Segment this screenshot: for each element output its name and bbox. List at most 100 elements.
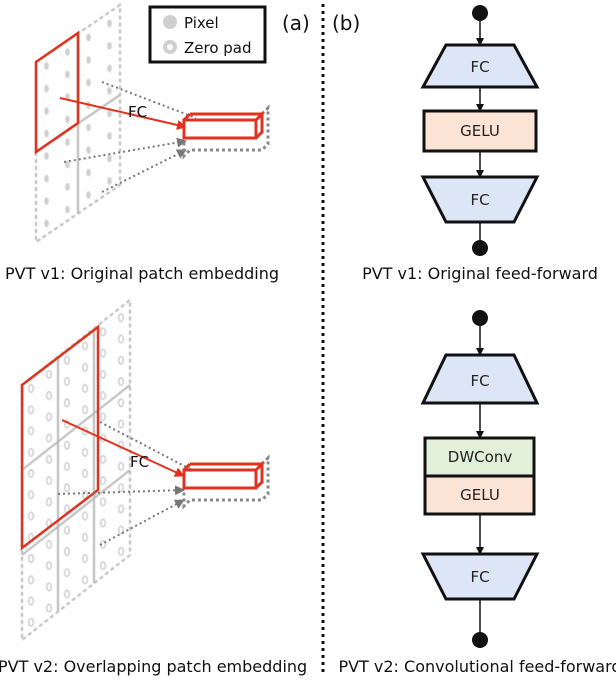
- pixel-dot: [82, 384, 88, 393]
- pixel-dot: [28, 469, 34, 478]
- fc-block: [420, 43, 540, 89]
- v1-token-box: [182, 104, 270, 160]
- pixel-dot: [100, 391, 106, 401]
- pixel-dot: [100, 348, 106, 358]
- pixel-dot: [28, 554, 34, 563]
- pixel-dot: [107, 177, 112, 185]
- pixel-dot: [64, 355, 70, 365]
- pixel-dot: [46, 369, 52, 379]
- pixel-dot: [118, 377, 124, 386]
- pixel-dot: [44, 129, 49, 138]
- v1-projection-line: [101, 81, 197, 119]
- v2-fc-label: FC: [130, 453, 149, 471]
- pixel-dot: [46, 561, 52, 571]
- pixel-dot: [107, 87, 112, 95]
- pixel-dot: [107, 154, 112, 163]
- pixel-dot: [46, 454, 52, 464]
- pixel-dot: [46, 539, 52, 549]
- pixel-dot: [64, 547, 70, 556]
- pixel-dot: [118, 313, 124, 323]
- v1-feedforward-caption: PVT v1: Original feed-forward: [362, 264, 598, 283]
- pixel-dot: [100, 476, 106, 486]
- pixel-dot: [28, 575, 34, 585]
- pixel-dot: [65, 115, 70, 124]
- pixel-dot: [107, 132, 112, 140]
- v1-projection-line: [63, 137, 187, 163]
- pixel-dot: [28, 490, 34, 500]
- pixel-dot: [46, 582, 52, 592]
- pixel-dot: [118, 334, 124, 344]
- fc-block-label: FC: [470, 58, 489, 76]
- legend: Pixel Zero pad: [148, 5, 267, 64]
- pixel-dot: [107, 19, 112, 28]
- pixel-dot: [100, 369, 106, 379]
- gelu-block: [422, 109, 538, 153]
- pixel-dot: [118, 547, 124, 556]
- input-node: [472, 310, 488, 326]
- pixel-dot: [64, 589, 70, 599]
- pixel-dot: [100, 497, 106, 507]
- pixel-legend-icon: [163, 15, 177, 29]
- pixel-dot: [82, 554, 88, 563]
- v2-fc-arrow: [61, 419, 185, 477]
- pixel-dot: [65, 183, 70, 191]
- pixel-dot: [118, 504, 124, 514]
- v2-projection-line: [99, 499, 185, 546]
- fc-block-label: FC: [470, 372, 489, 390]
- pixel-dot: [64, 462, 70, 471]
- v2-patch-highlight: [20, 324, 100, 551]
- pixel-dot: [64, 377, 70, 386]
- pixel-dot: [44, 174, 49, 183]
- gelu-block-label: GELU: [460, 122, 500, 140]
- pixel-dot: [100, 454, 106, 464]
- pixel-dot: [82, 405, 88, 415]
- dwconv-block: [423, 436, 536, 478]
- pixel-dot: [82, 341, 88, 351]
- pixel-dot: [46, 497, 52, 507]
- v1-feedforward: FC GELU FC: [420, 5, 540, 256]
- pixel-dot: [65, 48, 70, 56]
- pixel-dot: [107, 42, 112, 50]
- pixel-dot: [118, 419, 124, 429]
- v2-embedding-caption: PVT v2: Overlapping patch embedding: [0, 657, 307, 676]
- pixel-dot: [82, 362, 88, 372]
- v1-projection-line: [101, 149, 187, 193]
- v2-token-box: [182, 454, 270, 510]
- v1-fc-arrow: [59, 97, 187, 130]
- pixel-dot: [82, 575, 88, 585]
- pixel-dot: [118, 483, 124, 493]
- pixel-dot: [46, 603, 52, 613]
- pixel-dot: [28, 426, 34, 436]
- pixel-dot: [65, 138, 70, 146]
- pixel-dot: [107, 109, 112, 118]
- pixel-dot: [118, 462, 124, 471]
- dwconv-block-label: DWConv: [448, 448, 513, 466]
- pixel-dot: [82, 511, 88, 521]
- v2-projection-line: [99, 421, 193, 471]
- pixel-dot: [65, 160, 70, 169]
- pixel-dot: [118, 355, 124, 365]
- pixel-dot: [28, 511, 34, 521]
- pixel-dot: [100, 412, 106, 422]
- pixel-dot: [64, 440, 70, 450]
- v2-feedforward: FC DWConv GELU FC: [420, 310, 540, 648]
- pixel-dot: [65, 205, 70, 214]
- panel-a-label: (a): [282, 11, 310, 35]
- fc-block: [420, 353, 540, 405]
- legend-zero-pad-label: Zero pad: [184, 39, 252, 57]
- pixel-dot: [107, 64, 112, 73]
- pixel-dot: [82, 469, 88, 478]
- pixel-dot: [44, 107, 49, 115]
- gelu-block-label: GELU: [460, 486, 500, 504]
- pixel-dot: [28, 447, 34, 457]
- pixel-dot: [46, 391, 52, 401]
- pixel-dot: [86, 168, 91, 177]
- pixel-dot: [28, 405, 34, 415]
- pixel-dot: [44, 152, 49, 160]
- pixel-dot: [28, 596, 34, 606]
- pixel-dot: [46, 412, 52, 422]
- pixel-dot: [44, 219, 49, 228]
- fc-block-label: FC: [470, 191, 489, 209]
- pixel-dot: [64, 398, 70, 408]
